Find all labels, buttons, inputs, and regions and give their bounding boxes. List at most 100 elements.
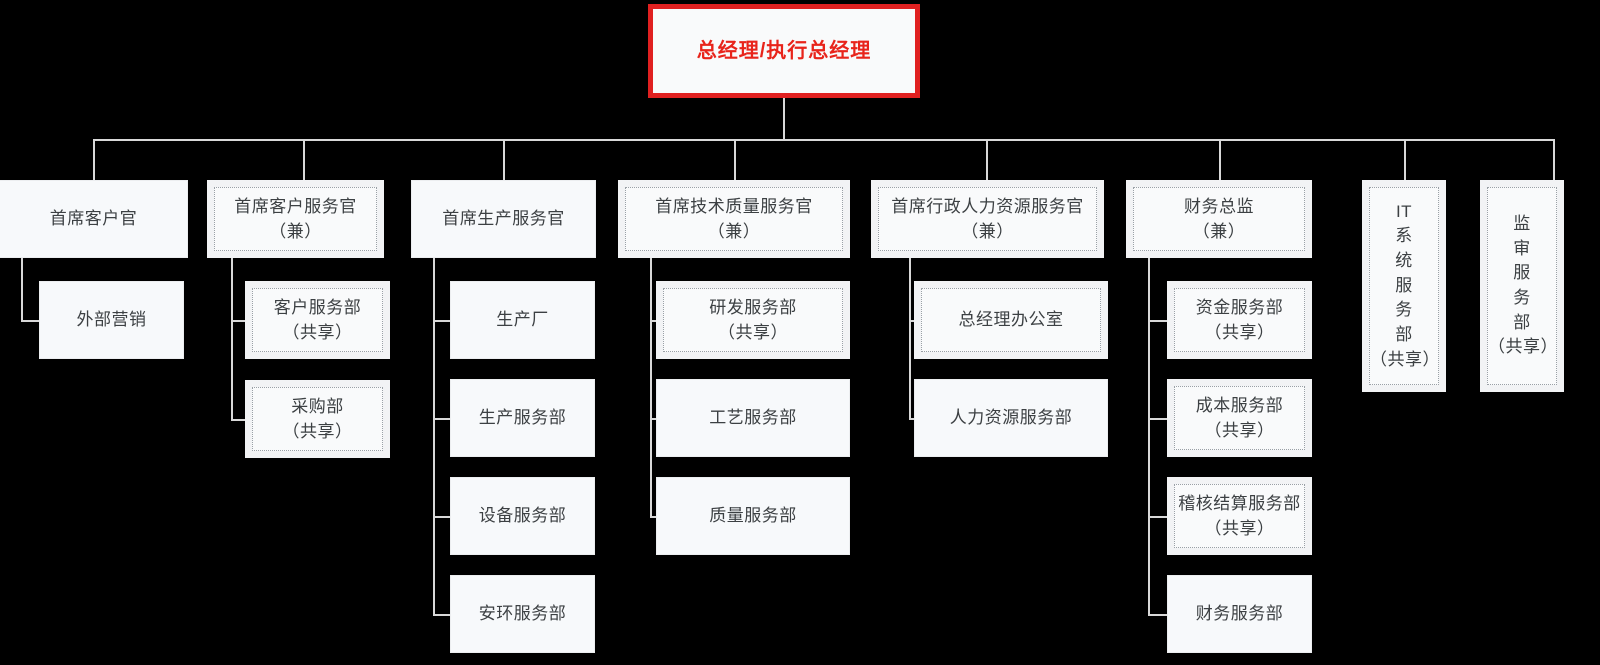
node-label-char-1: 监: [1513, 214, 1531, 234]
node-inner: 研发服务部 （共享）: [663, 288, 843, 352]
connector-drop-audit: [1553, 139, 1555, 180]
node-label-char-1: IT: [1395, 201, 1413, 221]
node-external-marketing[interactable]: 外部营销: [39, 281, 184, 359]
node-label-line2: （兼）: [1192, 222, 1246, 241]
connector-stub-cahrso-1: [909, 320, 914, 322]
node-label-line2: （共享）: [282, 422, 353, 441]
node-label-line2: （共享）: [1204, 421, 1275, 440]
node-label-line1: 客户服务部: [273, 297, 362, 317]
node-inner: 监 审 服 务 部 （共享）: [1487, 187, 1558, 385]
connector-stub-cpso-3: [433, 516, 450, 518]
node-inner: 首席行政人力资源服务官 （兼）: [878, 187, 1097, 251]
node-label-line1: 稽核结算服务部: [1178, 493, 1301, 513]
node-procurement-dept[interactable]: 采购部 （共享）: [245, 380, 390, 458]
node-inner: 成本服务部 （共享）: [1174, 386, 1305, 450]
connector-stub-ctqso-3: [650, 516, 656, 518]
node-label-char-3: 服: [1513, 263, 1531, 283]
node-audit-settlement-service-dept[interactable]: 稽核结算服务部 （共享）: [1167, 477, 1312, 555]
node-label: 安环服务部: [478, 604, 567, 624]
node-label-line2: （共享）: [1204, 519, 1275, 538]
connector-spine-cco: [21, 258, 23, 321]
node-label: 总经理/执行总经理: [696, 40, 872, 62]
connector-drop-ctqso: [734, 139, 736, 180]
connector-stub-ccso-1: [231, 320, 245, 322]
node-label: 首席客户官: [49, 209, 138, 229]
connector-stub-cpso-2: [433, 418, 450, 420]
node-label-tail: （共享）: [1370, 349, 1440, 369]
connector-stub-ctqso-1: [650, 320, 656, 322]
node-chief-production-service-officer[interactable]: 首席生产服务官: [411, 180, 596, 258]
node-production-plant[interactable]: 生产厂: [450, 281, 595, 359]
node-hr-service-dept[interactable]: 人力资源服务部: [914, 379, 1108, 457]
node-label: 总经理办公室: [958, 310, 1064, 330]
connector-stub-cpso-1: [433, 320, 450, 322]
node-label-line2: （兼）: [961, 222, 1014, 241]
node-chief-customer-officer[interactable]: 首席客户官: [0, 180, 188, 258]
node-inner: 首席客户服务官 （兼）: [214, 187, 377, 251]
connector-stub-cahrso-2: [909, 418, 914, 420]
node-label: 财务服务部: [1195, 604, 1284, 624]
node-customer-service-dept[interactable]: 客户服务部 （共享）: [245, 281, 390, 359]
node-label: 人力资源服务部: [949, 408, 1073, 428]
connector-spine-cahrso: [909, 258, 911, 419]
node-root-general-manager[interactable]: 总经理/执行总经理: [648, 4, 920, 98]
node-quality-service-dept[interactable]: 质量服务部: [656, 477, 850, 555]
connector-drop-cahrso: [986, 139, 988, 180]
connector-drop-cpso: [503, 139, 505, 180]
node-chief-technical-quality-service-officer[interactable]: 首席技术质量服务官 （兼）: [618, 180, 850, 258]
node-funds-service-dept[interactable]: 资金服务部 （共享）: [1167, 281, 1312, 359]
node-label-line1: 财务总监: [1184, 196, 1254, 216]
node-label: 质量服务部: [709, 506, 797, 526]
node-label: 生产厂: [496, 310, 549, 330]
connector-spine-ctqso: [650, 258, 652, 517]
node-equipment-service-dept[interactable]: 设备服务部: [450, 477, 595, 555]
node-inner: 客户服务部 （共享）: [252, 288, 383, 352]
node-gm-office[interactable]: 总经理办公室: [914, 281, 1108, 359]
connector-spine-cfo: [1148, 258, 1150, 615]
node-cost-service-dept[interactable]: 成本服务部 （共享）: [1167, 379, 1312, 457]
node-label-line1: 采购部: [291, 396, 344, 416]
node-label-line1: 研发服务部: [709, 297, 797, 317]
node-label-char-3: 统: [1395, 251, 1413, 271]
node-label-char-5: 务: [1395, 300, 1413, 320]
connector-stub-cfo-3: [1148, 516, 1167, 518]
node-label-char-2: 系: [1395, 226, 1413, 246]
connector-spine-ccso: [231, 258, 233, 420]
node-production-service-dept[interactable]: 生产服务部: [450, 379, 595, 457]
node-process-service-dept[interactable]: 工艺服务部: [656, 379, 850, 457]
node-safety-environment-service-dept[interactable]: 安环服务部: [450, 575, 595, 653]
connector-stub-cco-1: [21, 320, 39, 322]
node-label-line2: （共享）: [282, 323, 353, 342]
node-label-char-6: 部: [1395, 324, 1413, 344]
node-rnd-service-dept[interactable]: 研发服务部 （共享）: [656, 281, 850, 359]
node-inner: 财务总监 （兼）: [1133, 187, 1305, 251]
connector-drop-it: [1404, 139, 1406, 180]
node-label: 设备服务部: [478, 506, 567, 526]
connector-stub-ccso-2: [231, 419, 245, 421]
connector-drop-cfo: [1219, 139, 1221, 180]
connector-stub-cfo-2: [1148, 418, 1167, 420]
node-label-line1: 首席技术质量服务官: [655, 196, 813, 216]
node-supervision-audit-service-dept[interactable]: 监 审 服 务 部 （共享）: [1480, 180, 1564, 392]
connector-main-bus: [93, 139, 1554, 141]
node-label-line2: （共享）: [718, 323, 788, 342]
node-inner: 采购部 （共享）: [252, 387, 383, 451]
node-chief-admin-hr-service-officer[interactable]: 首席行政人力资源服务官 （兼）: [871, 180, 1104, 258]
node-label-line1: 首席客户服务官: [234, 196, 357, 216]
connector-drop-ccso: [303, 139, 305, 180]
node-inner: IT 系 统 服 务 部 （共享）: [1369, 187, 1440, 385]
node-chief-customer-service-officer[interactable]: 首席客户服务官 （兼）: [207, 180, 384, 258]
node-label-line2: （兼）: [269, 222, 322, 241]
connector-root-stem: [783, 98, 785, 140]
node-label-char-4: 务: [1513, 288, 1531, 307]
connector-stub-cpso-4: [433, 614, 450, 616]
node-inner: 首席技术质量服务官 （兼）: [625, 187, 843, 251]
node-finance-director[interactable]: 财务总监 （兼）: [1126, 180, 1312, 258]
node-finance-service-dept[interactable]: 财务服务部: [1167, 575, 1312, 653]
node-label-line2: （共享）: [1204, 323, 1275, 342]
node-inner: 总经理办公室: [921, 288, 1101, 352]
node-label-line1: 资金服务部: [1195, 297, 1284, 317]
connector-spine-cpso: [433, 258, 435, 615]
node-it-system-service-dept[interactable]: IT 系 统 服 务 部 （共享）: [1362, 180, 1446, 392]
